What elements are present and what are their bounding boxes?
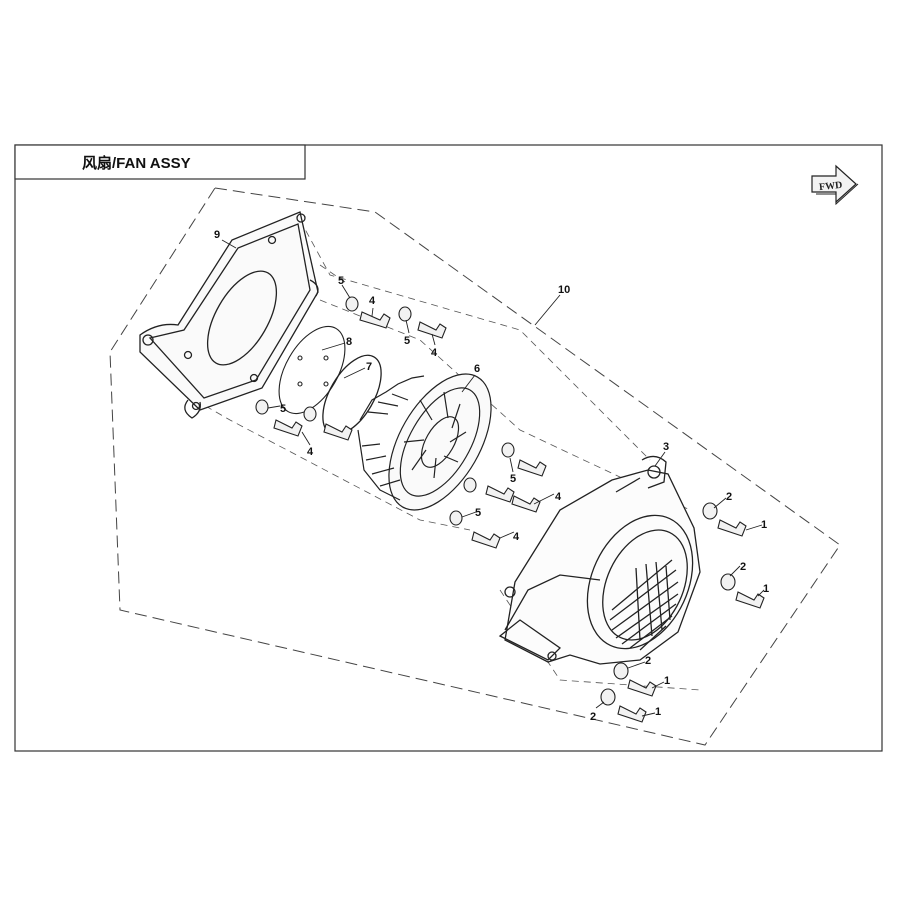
callout-1: 1 (664, 675, 670, 687)
callout-2: 2 (590, 711, 596, 723)
washer (255, 399, 269, 415)
callout-4: 4 (307, 446, 314, 458)
washer (345, 296, 359, 312)
callout-5: 5 (475, 507, 481, 519)
bolt (273, 419, 303, 437)
bolt (735, 591, 765, 609)
callout-4: 4 (369, 295, 376, 307)
callout-2: 2 (740, 561, 746, 573)
washer (303, 406, 317, 422)
callout-3: 3 (663, 441, 669, 453)
leader-lines (221, 239, 765, 717)
bolt (417, 321, 447, 339)
washer (702, 502, 718, 520)
washer (613, 662, 629, 680)
callout-6: 6 (474, 363, 480, 375)
bolt (359, 311, 391, 329)
bolt (485, 485, 515, 503)
assembly-boundary (109, 187, 841, 746)
washer (449, 510, 463, 526)
fwd-label: FWD (819, 180, 843, 193)
bolt (323, 423, 353, 441)
washer (501, 442, 515, 458)
bolt (517, 459, 547, 477)
callout-numbers: 9 5 4 5 4 8 7 6 5 4 10 3 5 4 5 4 2 1 2 1… (214, 229, 769, 723)
washer (463, 477, 477, 493)
callout-5: 5 (280, 403, 286, 415)
callout-5: 5 (510, 473, 516, 485)
gasket-plate (278, 325, 346, 415)
callout-10: 10 (558, 284, 570, 296)
title-block: 风扇/FAN ASSY (14, 144, 306, 180)
washer (398, 306, 412, 322)
callout-1: 1 (655, 706, 661, 718)
back-plate (139, 211, 319, 419)
callout-2: 2 (645, 655, 651, 667)
callout-1: 1 (763, 583, 769, 595)
fasteners (255, 296, 765, 723)
drawing-frame (14, 144, 883, 752)
bolt (471, 531, 501, 549)
callout-5: 5 (404, 335, 410, 347)
callout-4: 4 (431, 347, 438, 359)
fwd-arrow-icon: FWD (811, 164, 859, 206)
callout-1: 1 (761, 519, 767, 531)
bolt (627, 679, 657, 697)
bolt (717, 519, 747, 537)
title-label: 风扇/FAN ASSY (82, 154, 191, 172)
callout-9: 9 (214, 229, 220, 241)
callout-2: 2 (726, 491, 732, 503)
callout-4: 4 (513, 531, 520, 543)
callout-5: 5 (338, 275, 344, 287)
bolt (617, 705, 647, 723)
callout-8: 8 (346, 336, 352, 348)
callout-4: 4 (555, 491, 562, 503)
fan-shroud (498, 455, 701, 665)
washer (720, 573, 736, 591)
washer (600, 688, 616, 706)
bolt (511, 495, 541, 513)
cooling-fan (357, 373, 492, 511)
callout-7: 7 (366, 361, 372, 373)
